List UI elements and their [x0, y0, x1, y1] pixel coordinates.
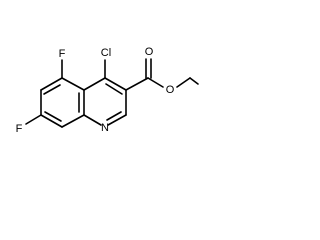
fluorine-label-top: F: [59, 48, 66, 60]
bond-c7-c8-inner: [44, 111, 62, 122]
bond-c8-c8a: [61, 114, 85, 128]
benzene-ring-bonds: [40, 77, 85, 128]
bond-c7-f: [25, 114, 42, 125]
atom-labels: F F Cl N O O: [16, 46, 175, 135]
bond-c2-n1-inner: [106, 111, 122, 121]
pyridine-ring-bonds: [83, 77, 127, 126]
bond-c3-carbonyl: [125, 77, 149, 91]
bond-c4a-c5: [61, 77, 85, 91]
carbonyl-oxygen-label: O: [145, 46, 154, 58]
bond-carbonyl-o-ester: [147, 77, 164, 88]
substituent-bonds: [25, 58, 199, 125]
ester-oxygen-label: O: [166, 84, 175, 96]
bond-c4-c3-inner: [105, 83, 123, 95]
fluorine-label-left: F: [16, 123, 23, 135]
bond-c2-n1: [107, 114, 127, 126]
molecule-structure: F F Cl N O O: [16, 46, 199, 135]
bond-c5-c6-inner: [43, 84, 61, 95]
bond-c4a-c4: [83, 77, 106, 91]
chlorine-label: Cl: [101, 47, 111, 59]
bond-o-ch2: [176, 77, 191, 88]
bond-n1-c8a: [83, 114, 102, 126]
bond-c4-c3: [104, 77, 127, 91]
nitrogen-label: N: [101, 122, 109, 134]
bond-c7-c8: [40, 114, 63, 128]
bond-c5-c6: [40, 77, 63, 91]
bond-ch2-ch3: [189, 77, 199, 85]
